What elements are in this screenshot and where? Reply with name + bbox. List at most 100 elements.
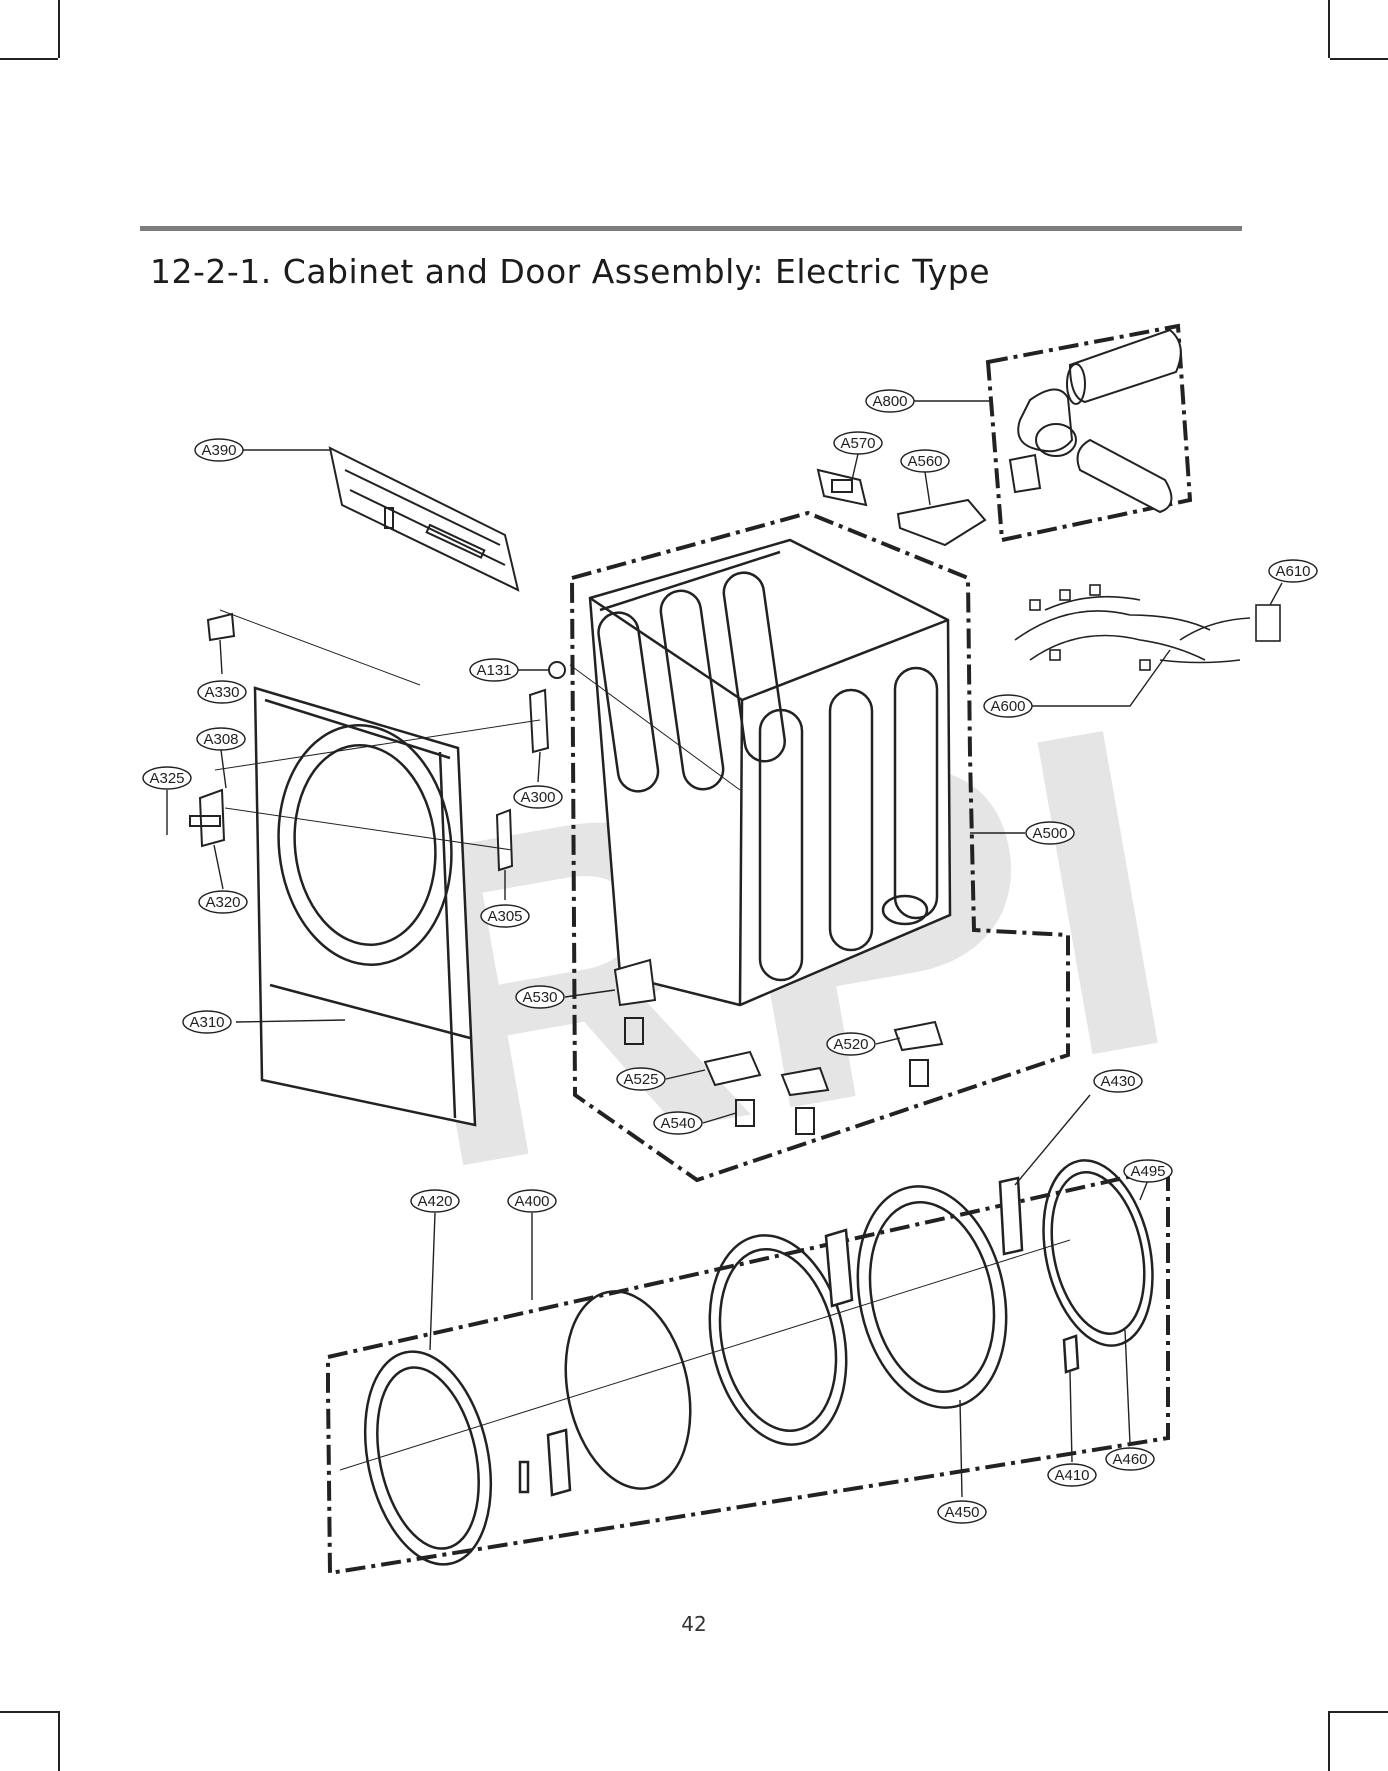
door-glass xyxy=(564,1290,692,1490)
callout-bubble-a600 xyxy=(983,694,1033,718)
duct-clamp xyxy=(1008,453,1042,494)
callout-a460: A460 xyxy=(1112,1451,1147,1468)
duct-elbow xyxy=(1017,388,1074,453)
leader-a610 xyxy=(1269,582,1283,606)
callout-bubble-a390 xyxy=(194,438,244,462)
hinge-a430 xyxy=(998,1176,1024,1256)
leg-bracket-a525 xyxy=(703,1050,762,1087)
crop-mark-bottom-right-v xyxy=(1328,1711,1330,1771)
callout-bubble-a420 xyxy=(410,1189,460,1213)
callout-bubble-a525 xyxy=(616,1067,666,1091)
callout-bubble-a305 xyxy=(480,904,530,928)
callout-bubble-a320 xyxy=(198,890,248,914)
door-handle xyxy=(546,1428,572,1497)
leader-a540 xyxy=(702,1112,737,1124)
control-bracket xyxy=(328,446,520,592)
crop-mark-top-left-h xyxy=(0,58,58,60)
callout-bubble-a540 xyxy=(653,1111,703,1135)
leader-a570 xyxy=(851,453,859,481)
leg-a530 xyxy=(624,1017,644,1045)
part-a560 xyxy=(896,498,987,547)
leg-a520 xyxy=(909,1059,929,1087)
callout-bubble-a400 xyxy=(507,1189,557,1213)
duct-pipe-upper xyxy=(1068,328,1182,404)
callout-bubble-a530 xyxy=(515,985,565,1009)
part-a305 xyxy=(495,808,514,872)
crop-mark-bottom-right-h xyxy=(1330,1711,1388,1713)
leg-center xyxy=(795,1107,815,1135)
part-a330 xyxy=(206,612,236,642)
leader-a520 xyxy=(875,1037,901,1045)
leader-a530 xyxy=(564,989,616,998)
callout-a310: A310 xyxy=(189,1014,224,1031)
callout-bubble-a308 xyxy=(196,727,246,751)
front-panel-door-opening xyxy=(277,724,453,966)
crop-mark-top-left-v xyxy=(58,0,60,58)
callout-a540: A540 xyxy=(660,1115,695,1132)
part-a300 xyxy=(528,688,550,754)
rail-bar xyxy=(189,815,221,827)
cabinet-group-outline xyxy=(569,510,1070,1183)
callout-bubble-a460 xyxy=(1105,1447,1155,1471)
callout-bubble-a330 xyxy=(197,680,247,704)
leader-a410 xyxy=(1069,1371,1073,1463)
callout-a800: A800 xyxy=(872,393,907,410)
callout-bubble-a410 xyxy=(1047,1463,1097,1487)
callout-a495: A495 xyxy=(1130,1163,1165,1180)
callout-bubble-a560 xyxy=(900,449,950,473)
callout-a600: A600 xyxy=(990,698,1025,715)
callout-a500: A500 xyxy=(1032,825,1067,842)
leader-a310 xyxy=(235,1019,346,1023)
leader-a450 xyxy=(959,1399,963,1498)
callout-a305: A305 xyxy=(487,908,522,925)
callout-a430: A430 xyxy=(1100,1073,1135,1090)
callout-bubble-a450 xyxy=(937,1500,987,1524)
door-gasket-a460 xyxy=(1042,1159,1154,1347)
callout-a390: A390 xyxy=(201,442,236,459)
callout-a320: A320 xyxy=(205,894,240,911)
crop-mark-top-right-h xyxy=(1330,58,1388,60)
crop-mark-top-right-v xyxy=(1328,0,1330,58)
header-rule xyxy=(140,226,1242,231)
callout-bubble-a325 xyxy=(142,766,192,790)
leg-bracket-center xyxy=(780,1066,830,1097)
leader-a560 xyxy=(924,471,931,506)
wire-harness xyxy=(1014,610,1211,641)
callout-a410: A410 xyxy=(1054,1467,1089,1484)
callout-bubble-a310 xyxy=(182,1010,232,1034)
page-number: 42 xyxy=(681,1612,707,1636)
callout-bubble-a610 xyxy=(1268,559,1318,583)
leader-a525 xyxy=(665,1069,706,1080)
duct-pipe-lower xyxy=(1076,438,1173,514)
leader-a430 xyxy=(1014,1094,1091,1186)
callout-a520: A520 xyxy=(833,1036,868,1053)
callout-bubble-a500 xyxy=(1025,821,1075,845)
part-a570 xyxy=(816,468,868,507)
leader-a330 xyxy=(219,639,223,675)
leader-a320 xyxy=(213,844,224,890)
callout-a400: A400 xyxy=(514,1193,549,1210)
door-inner-bowl xyxy=(708,1234,848,1446)
callout-a131: A131 xyxy=(476,662,511,679)
leader-a308 xyxy=(220,749,227,789)
door-group-outline xyxy=(326,1165,1170,1576)
leader-a420 xyxy=(429,1212,436,1351)
callout-bubble-a520 xyxy=(826,1032,876,1056)
latch-a410 xyxy=(1062,1334,1080,1374)
callout-a525: A525 xyxy=(623,1071,658,1088)
connector-a610 xyxy=(1255,604,1281,642)
door-frame-a450 xyxy=(856,1185,1008,1409)
door-ring-a420 xyxy=(363,1350,493,1566)
callout-a330: A330 xyxy=(204,684,239,701)
callout-a325: A325 xyxy=(149,770,184,787)
callout-bubble-a570 xyxy=(833,431,883,455)
crop-mark-bottom-left-h xyxy=(0,1711,58,1713)
callout-a570: A570 xyxy=(840,435,875,452)
callout-a610: A610 xyxy=(1275,563,1310,580)
part-a131 xyxy=(548,661,566,679)
callout-bubble-a430 xyxy=(1093,1069,1143,1093)
crop-mark-bottom-left-v xyxy=(58,1711,60,1771)
callout-a308: A308 xyxy=(203,731,238,748)
leg-bracket-a530 xyxy=(613,958,657,1007)
